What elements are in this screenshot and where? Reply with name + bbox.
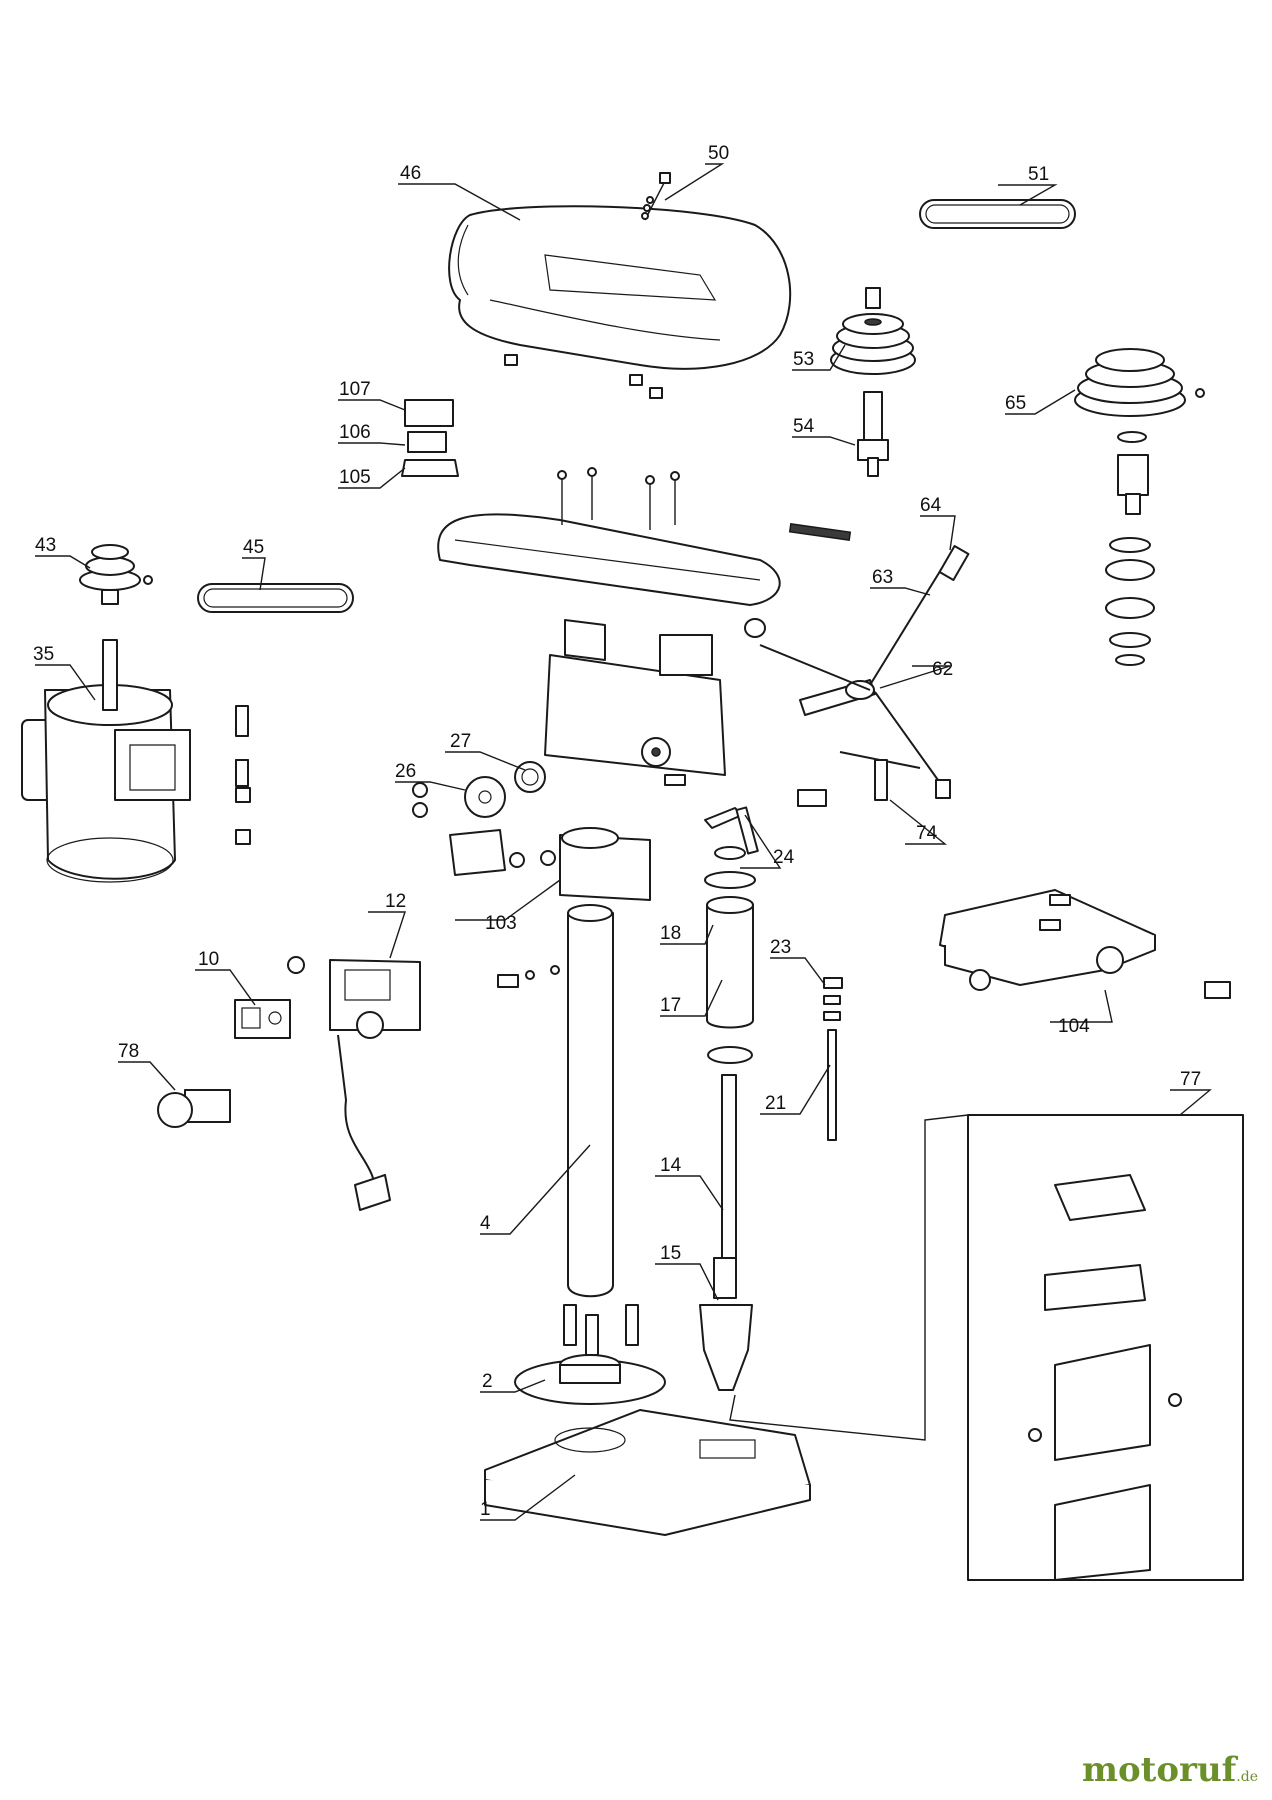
part-10-on-off-switch [234, 999, 291, 1039]
label-14: 14 [660, 1155, 682, 1176]
part-21-23-depth-rod [823, 977, 843, 1141]
label-27: 27 [450, 731, 471, 752]
label-43: 43 [35, 535, 56, 556]
label-24: 24 [773, 847, 795, 868]
label-10: 10 [198, 949, 219, 970]
motor-bolts [235, 705, 251, 845]
label-64: 64 [920, 495, 942, 516]
leader-lines [35, 163, 1212, 1521]
label-46: 46 [400, 163, 421, 184]
label-54: 54 [793, 416, 815, 437]
part-12-switch-box [287, 956, 421, 1211]
part-50-screw [641, 172, 671, 221]
label-12: 12 [385, 891, 406, 912]
label-105: 105 [339, 467, 371, 488]
part-27-26-spring-cover [412, 761, 546, 818]
part-77-chuck-guard [967, 1114, 1244, 1581]
label-74: 74 [916, 823, 938, 844]
label-51: 51 [1028, 164, 1049, 185]
label-35: 35 [33, 644, 54, 665]
part-43-motor-pulley [79, 544, 153, 605]
part-17-18-quill [704, 846, 756, 1064]
label-77: 77 [1180, 1069, 1201, 1090]
brand-name: motoruf [1082, 1750, 1237, 1790]
part-45-belt [197, 583, 354, 613]
label-62: 62 [932, 659, 953, 680]
part-53-spindle-pulley [830, 287, 916, 375]
label-107: 107 [339, 379, 371, 400]
part-15-spindle [721, 1074, 737, 1261]
part-35-motor [21, 639, 191, 883]
label-2: 2 [482, 1371, 493, 1392]
label-78: 78 [118, 1041, 139, 1062]
label-23: 23 [770, 937, 791, 958]
label-15: 15 [660, 1243, 681, 1264]
label-104: 104 [1058, 1016, 1090, 1037]
label-4: 4 [480, 1213, 491, 1234]
part-74-chuck-key [797, 751, 921, 807]
part-103-column-clamp [449, 827, 651, 901]
brand-suffix: .de [1236, 1769, 1258, 1785]
label-106: 106 [339, 422, 371, 443]
part-51-belt [919, 199, 1076, 229]
label-53: 53 [793, 349, 814, 370]
part-4-column [567, 904, 614, 1298]
part-2-column-flange [514, 1304, 666, 1405]
label-50: 50 [708, 143, 729, 164]
part-14-drill-chuck [699, 1257, 753, 1391]
part-24-lever [704, 806, 759, 855]
part-46-belt-cover [448, 205, 792, 399]
column-clips [497, 965, 560, 988]
label-1: 1 [480, 1499, 491, 1520]
label-45: 45 [243, 537, 264, 558]
label-26: 26 [395, 761, 416, 782]
brand-watermark: motoruf.de [1082, 1750, 1258, 1790]
part-head-casting [437, 513, 781, 786]
head-screws [557, 467, 852, 541]
part-78-emergency-stop [157, 1089, 231, 1128]
label-21: 21 [765, 1093, 786, 1114]
label-103: 103 [485, 913, 517, 934]
part-62-63-64-feed-handle [744, 545, 970, 799]
part-107-105-switch-bracket [401, 399, 459, 477]
part-54-pulley-hub [857, 391, 889, 477]
label-65: 65 [1005, 393, 1026, 414]
part-65-pulley-assembly [1074, 348, 1205, 666]
label-18: 18 [660, 923, 681, 944]
label-17: 17 [660, 995, 681, 1016]
part-1-base [484, 1409, 811, 1536]
part-104-work-table [939, 889, 1231, 999]
label-63: 63 [872, 567, 893, 588]
part-labels: 1 2 4 10 12 14 15 17 18 21 23 24 26 27 3… [33, 143, 1201, 1520]
